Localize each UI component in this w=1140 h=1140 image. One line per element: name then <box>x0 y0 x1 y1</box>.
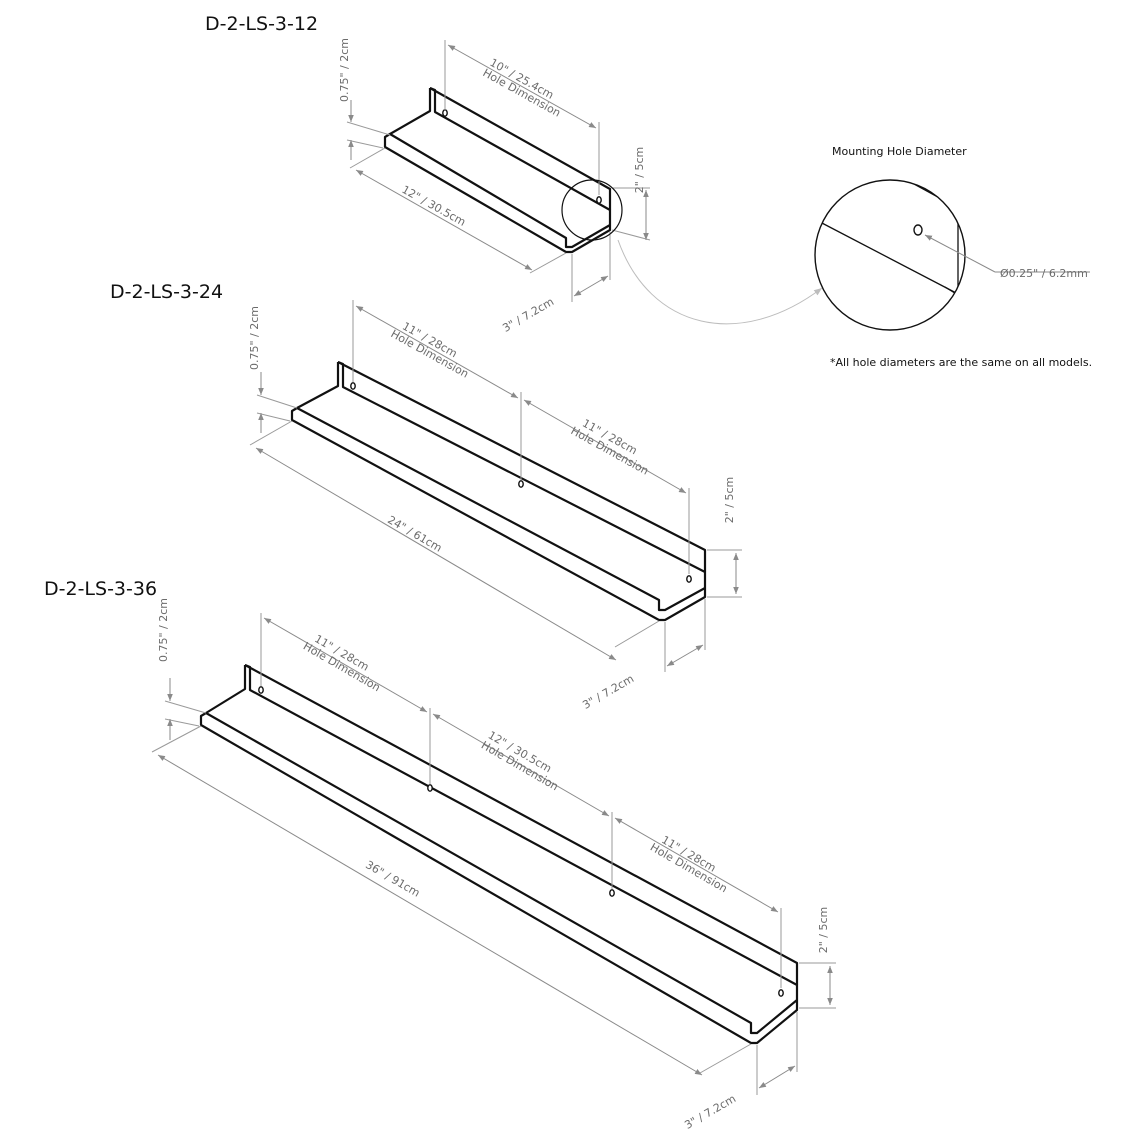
model-12: D-2-LS-3-12 10" / 25.4cm Hole Dimension … <box>205 13 823 335</box>
mounting-hole <box>913 224 923 236</box>
depth-dimension-line <box>758 1065 796 1089</box>
extension-line <box>249 420 293 446</box>
mounting-hole <box>518 480 524 488</box>
height-label: 2" / 5cm <box>723 477 736 524</box>
lip-height-label: 0.75" / 2cm <box>248 306 261 370</box>
hole-spacing-dimension-line <box>355 305 519 399</box>
length-label: 24" / 61cm <box>385 513 444 555</box>
model-title: D-2-LS-3-12 <box>205 13 318 35</box>
lip-height-label: 0.75" / 2cm <box>338 38 351 102</box>
depth-dimension-line <box>573 275 609 297</box>
depth-label: 3" / 7.2cm <box>580 672 636 712</box>
extension-line <box>611 229 651 241</box>
bend-line <box>819 221 961 296</box>
extension-line <box>164 700 207 714</box>
model-title: D-2-LS-3-36 <box>44 578 157 600</box>
mounting-hole <box>596 196 602 204</box>
length-dimension-line <box>157 754 703 1076</box>
detail-title: Mounting Hole Diameter <box>832 145 967 158</box>
mounting-hole <box>350 382 356 390</box>
detail-callout-circle <box>561 179 623 241</box>
depth-dimension-line <box>666 644 704 667</box>
shelf-outline <box>383 86 612 254</box>
depth-label: 3" / 7.2cm <box>682 1092 738 1132</box>
extension-line <box>256 394 298 409</box>
mounting-hole <box>442 109 448 117</box>
hole-spacing-dimension-line <box>263 617 428 713</box>
mounting-hole <box>778 989 784 997</box>
extension-line <box>346 121 391 136</box>
shelf-outline <box>199 663 799 1045</box>
height-label: 2" / 5cm <box>817 907 830 954</box>
diameter-leader <box>924 234 996 273</box>
extension-line <box>529 252 567 274</box>
length-dimension-line <box>255 447 617 661</box>
extension-line <box>699 1043 752 1074</box>
depth-label: 3" / 7.2cm <box>500 295 556 335</box>
lip-height-label: 0.75" / 2cm <box>157 598 170 662</box>
mounting-hole <box>686 575 692 583</box>
extension-line <box>256 412 291 422</box>
detail-circle <box>814 179 966 331</box>
mounting-hole <box>427 784 433 792</box>
model-title: D-2-LS-3-24 <box>110 281 223 303</box>
model-36: D-2-LS-3-36 11" / 28cm Hole Dimension 12… <box>44 578 836 1132</box>
model-24: D-2-LS-3-24 11" / 28cm Hole Dimension 11… <box>110 281 742 712</box>
detail-callout-arrow <box>617 239 823 325</box>
mounting-hole-detail: Mounting Hole Diameter Ø0.25" / 6.2mm *A… <box>814 145 1092 369</box>
diameter-label: Ø0.25" / 6.2mm <box>1000 267 1088 280</box>
extension-line <box>349 147 386 169</box>
hole-spacing-dimension-line <box>523 399 687 494</box>
mounting-hole <box>609 889 615 897</box>
extension-line <box>614 620 660 648</box>
mounting-hole <box>258 686 264 694</box>
shelf-outline <box>290 360 707 622</box>
height-label: 2" / 5cm <box>633 147 646 194</box>
hole-note: *All hole diameters are the same on all … <box>830 356 1092 369</box>
hole-spacing-dimension-line <box>447 44 597 129</box>
length-dimension-line <box>355 169 533 271</box>
extension-line <box>346 139 384 149</box>
extension-line <box>151 725 202 753</box>
